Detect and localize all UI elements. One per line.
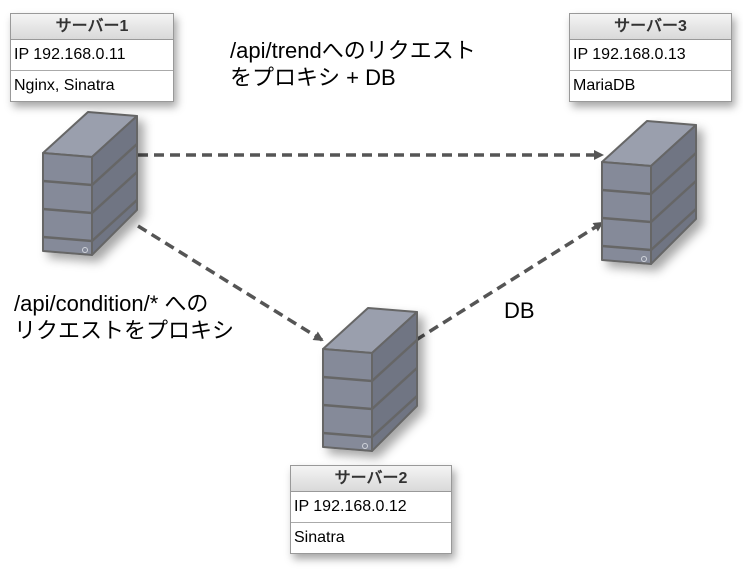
label-line: DB bbox=[504, 298, 535, 323]
server-front-face bbox=[42, 152, 93, 256]
server-bay-divider bbox=[91, 143, 138, 186]
server1-card: サーバー1 IP 192.168.0.11 Nginx, Sinatra bbox=[10, 13, 174, 102]
server-software: Nginx, Sinatra bbox=[14, 77, 115, 94]
server-ip: IP 192.168.0.11 bbox=[11, 40, 173, 71]
connection-label-condition: /api/condition/* への リクエストをプロキシ bbox=[14, 290, 234, 344]
power-button-icon bbox=[641, 256, 647, 262]
server-ip: IP 192.168.0.13 bbox=[570, 40, 731, 71]
server-software: MariaDB bbox=[573, 77, 636, 94]
server-title: サーバー3 bbox=[570, 14, 731, 40]
connection-server2-server3 bbox=[415, 221, 604, 342]
server-bay-divider bbox=[650, 208, 697, 251]
server-title: サーバー2 bbox=[291, 466, 451, 492]
server-bay-divider bbox=[371, 367, 418, 410]
power-button-icon bbox=[362, 443, 368, 449]
server2-icon bbox=[322, 307, 418, 452]
server-bay-divider bbox=[601, 188, 652, 196]
server3-icon bbox=[601, 120, 697, 265]
server-front-face bbox=[322, 348, 373, 452]
server-bay-divider bbox=[42, 207, 93, 215]
connection-label-trend: /api/trendへのリクエスト をプロキシ + DB bbox=[230, 37, 476, 91]
server1-icon bbox=[42, 111, 138, 256]
connection-server1-server2 bbox=[137, 224, 324, 342]
server-bay-divider bbox=[91, 171, 138, 214]
connection-label-db: DB bbox=[504, 297, 535, 324]
server-bay-divider bbox=[42, 235, 93, 243]
server-bay-divider bbox=[601, 244, 652, 252]
server3-card: サーバー3 IP 192.168.0.13 MariaDB bbox=[569, 13, 732, 102]
server-bay-divider bbox=[371, 395, 418, 438]
server-ip: IP 192.168.0.12 bbox=[291, 492, 451, 523]
server-bay-divider bbox=[322, 375, 373, 383]
server-software: Sinatra bbox=[294, 529, 345, 546]
dashed-arrow bbox=[137, 224, 324, 342]
dashed-arrow bbox=[415, 221, 604, 342]
server-bay-divider bbox=[322, 403, 373, 411]
server2-card: サーバー2 IP 192.168.0.12 Sinatra bbox=[290, 465, 452, 554]
server-bay-divider bbox=[91, 199, 138, 242]
server-title: サーバー1 bbox=[11, 14, 173, 40]
label-line: をプロキシ + DB bbox=[230, 65, 396, 90]
label-line: /api/trendへのリクエスト bbox=[230, 38, 476, 63]
server-bay-divider bbox=[322, 431, 373, 439]
label-line: リクエストをプロキシ bbox=[14, 318, 235, 343]
power-button-icon bbox=[82, 247, 88, 253]
server-bay-divider bbox=[42, 179, 93, 187]
server-bay-divider bbox=[650, 180, 697, 223]
server-bay-divider bbox=[650, 152, 697, 195]
server-bay-divider bbox=[601, 216, 652, 224]
server-bay-divider bbox=[371, 339, 418, 382]
server-front-face bbox=[601, 161, 652, 265]
label-line: /api/condition/* への bbox=[14, 291, 209, 316]
